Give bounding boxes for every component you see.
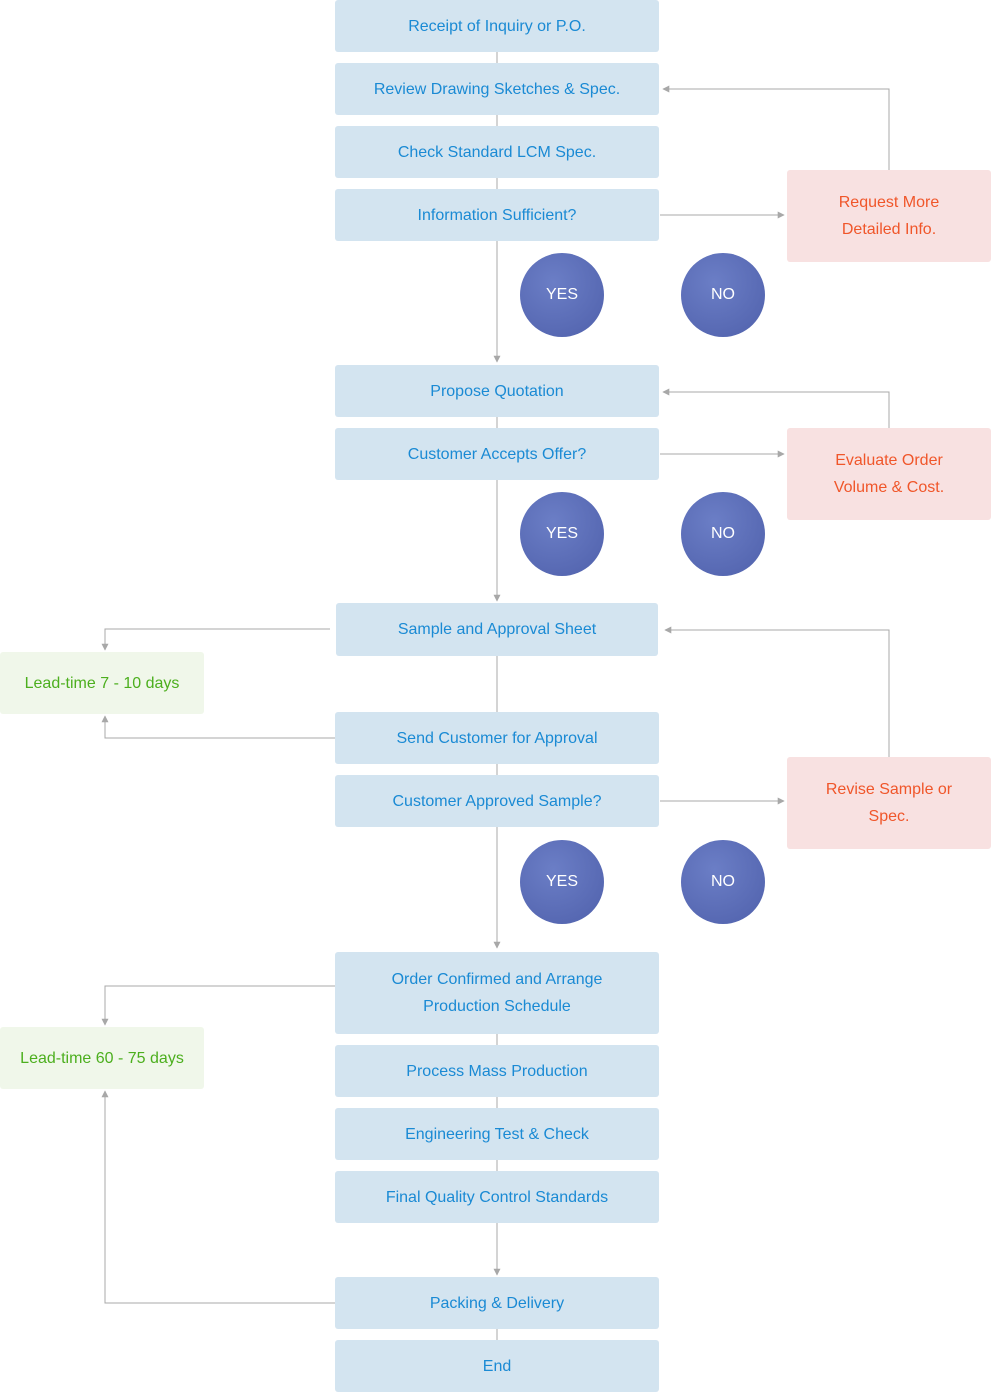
arrow-lead2-bottom	[101, 1090, 335, 1304]
decision-1-no: NO	[681, 253, 765, 337]
decision-3-no: NO	[681, 840, 765, 924]
step-sample-approval-sheet: Sample and Approval Sheet	[336, 603, 658, 656]
lead-time-sample: Lead-time 7 - 10 days	[0, 652, 204, 714]
step-end: End	[335, 1340, 659, 1392]
action-evaluate-order: Evaluate Order Volume & Cost.	[787, 428, 991, 520]
step-receipt-inquiry: Receipt of Inquiry or P.O.	[335, 0, 659, 52]
step-customer-accepts: Customer Accepts Offer?	[335, 428, 659, 480]
arrow-lead1-bottom	[101, 715, 335, 739]
arrow-loop-2	[662, 388, 890, 428]
step-packing-delivery: Packing & Delivery	[335, 1277, 659, 1329]
arrow-lead2-top	[101, 985, 335, 1026]
step-customer-approved-sample: Customer Approved Sample?	[335, 775, 659, 827]
step-mass-production: Process Mass Production	[335, 1045, 659, 1097]
step-engineering-test: Engineering Test & Check	[335, 1108, 659, 1160]
step-information-sufficient: Information Sufficient?	[335, 189, 659, 241]
action-request-more-info: Request More Detailed Info.	[787, 170, 991, 262]
lead-time-production: Lead-time 60 - 75 days	[0, 1027, 204, 1089]
decision-3-yes: YES	[520, 840, 604, 924]
arrow-lead1-top	[101, 628, 330, 651]
arrow-loop-3	[664, 626, 890, 757]
step-propose-quotation: Propose Quotation	[335, 365, 659, 417]
step-send-customer-approval: Send Customer for Approval	[335, 712, 659, 764]
step-final-qc: Final Quality Control Standards	[335, 1171, 659, 1223]
step-order-confirmed: Order Confirmed and Arrange Production S…	[335, 952, 659, 1034]
decision-1-yes: YES	[520, 253, 604, 337]
arrow-loop-1	[662, 85, 890, 170]
step-check-lcm-spec: Check Standard LCM Spec.	[335, 126, 659, 178]
decision-2-yes: YES	[520, 492, 604, 576]
action-revise-sample: Revise Sample or Spec.	[787, 757, 991, 849]
decision-2-no: NO	[681, 492, 765, 576]
step-review-drawing: Review Drawing Sketches & Spec.	[335, 63, 659, 115]
